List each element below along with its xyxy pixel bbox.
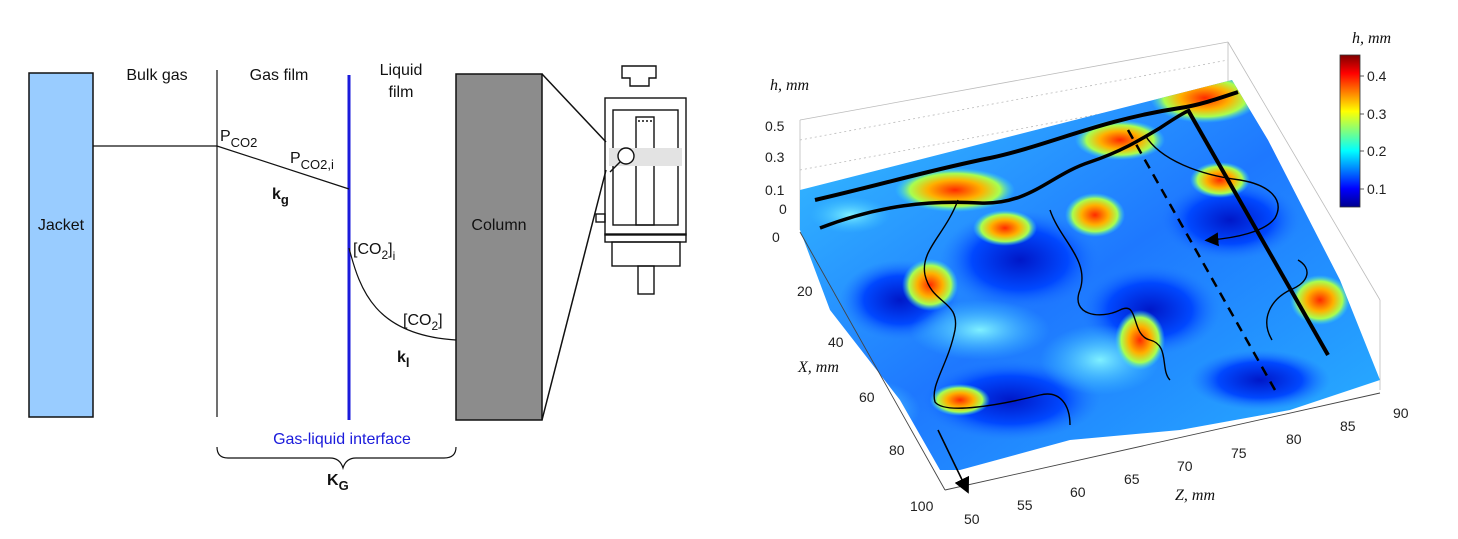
column-label: Column: [471, 217, 526, 234]
h-tick: 0: [779, 201, 787, 217]
gas-film-label: Gas film: [250, 67, 309, 84]
co2-label: [CO2]: [403, 312, 443, 333]
h-axis-title: h, mm: [770, 77, 809, 94]
co2-i-label: [CO2]i: [353, 241, 395, 263]
z-tick: 80: [1286, 431, 1302, 447]
h-tick: 0.3: [765, 149, 785, 165]
colorbar-tick: 0.1: [1367, 181, 1387, 197]
z-tick: 50: [964, 511, 980, 527]
p-co2-label: PCO2: [220, 128, 257, 150]
interface-label: Gas-liquid interface: [273, 431, 411, 448]
wave-trace-4: [1266, 259, 1308, 341]
z-tick: 55: [1017, 497, 1033, 513]
kl-label: kl: [397, 349, 410, 370]
x-axis-title: X, mm: [797, 359, 839, 376]
flow-direction-arrow: [937, 429, 970, 494]
kg-label: kg: [272, 186, 289, 207]
colorbar-title: h, mm: [1352, 30, 1391, 47]
colorbar-tick: 0.2: [1367, 143, 1387, 159]
z-tick: 65: [1124, 471, 1140, 487]
concentration-profile: [93, 145, 350, 190]
x-tick: 80: [889, 442, 905, 458]
liquid-film-label-line2: film: [389, 84, 414, 101]
bulk-gas-label: Bulk gas: [126, 67, 187, 84]
liquid-film-label-line1: Liquid: [380, 62, 423, 79]
surface-plot: h, mm X, mm Z, mm 0.5 0.3 0.1 0 0 20 40 …: [765, 30, 1409, 527]
z-tick: 85: [1340, 418, 1356, 434]
x-tick: 0: [772, 229, 780, 245]
z-tick: 75: [1231, 445, 1247, 461]
x-tick: 40: [828, 334, 844, 350]
overall-kg-label: KG: [327, 472, 349, 493]
z-tick: 90: [1393, 405, 1409, 421]
wave-surface: [800, 80, 1380, 470]
z-tick: 60: [1070, 484, 1086, 500]
colorbar-tick: 0.3: [1367, 106, 1387, 122]
jacket-wall: [28, 72, 94, 418]
x-tick: 60: [859, 389, 875, 405]
jacket-label: Jacket: [38, 217, 85, 234]
h-tick: 0.5: [765, 118, 785, 134]
x-tick: 20: [797, 283, 813, 299]
h-tick: 0.1: [765, 182, 785, 198]
wave-trace-3: [1144, 134, 1279, 247]
colorbar-tick: 0.4: [1367, 68, 1387, 84]
column-wall: [455, 73, 543, 421]
zoom-line-top: [541, 73, 607, 143]
z-axis-title: Z, mm: [1175, 487, 1215, 504]
wave-front-solid-line: [1186, 109, 1330, 356]
wave-trace-1: [923, 199, 1071, 426]
wave-crest-line-2: [819, 108, 1191, 230]
x-tick: 100: [910, 498, 934, 514]
apparatus-icon: [595, 65, 687, 295]
kg-brace: [216, 446, 457, 471]
p-co2-i-label: PCO2,i: [290, 150, 334, 172]
zoom-line-bottom: [541, 169, 607, 421]
mass-transfer-diagram: Jacket Column Bulk gas Gas film Liquid f…: [28, 62, 687, 493]
wave-crest-line-1: [814, 90, 1239, 202]
z-tick: 70: [1177, 458, 1193, 474]
wave-trace-2: [1049, 209, 1171, 381]
liquid-concentration-profile: [348, 247, 457, 341]
colorbar: h, mm 0.4 0.3 0.2 0.1: [1339, 30, 1391, 208]
colorbar-gradient: [1339, 54, 1361, 208]
plot-axes-front: [799, 231, 1381, 491]
